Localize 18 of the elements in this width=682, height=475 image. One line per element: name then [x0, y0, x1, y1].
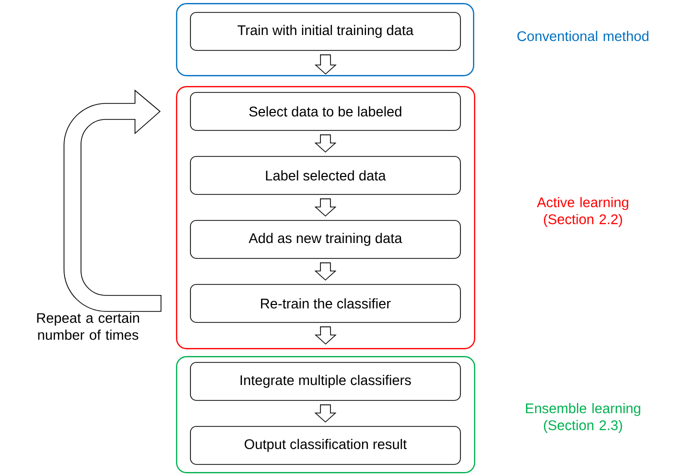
process-box: Re-train the classifier: [190, 284, 461, 323]
loop-arrow: [64, 90, 162, 312]
process-box: Output classification result: [190, 426, 461, 465]
loop-note: Repeat a certain number of times: [37, 312, 140, 340]
process-box: Integrate multiple classifiers: [190, 362, 461, 401]
process-box: Add as new training data: [190, 220, 461, 259]
process-box: Label selected data: [190, 156, 461, 195]
group-heading: Active learning (Section 2.2): [536, 197, 628, 227]
process-box: Train with initial training data: [190, 12, 461, 51]
process-box: Select data to be labeled: [190, 92, 461, 131]
block-arrow: [314, 134, 336, 153]
block-arrow: [314, 198, 336, 217]
group-heading: Ensemble learning (Section 2.3): [526, 403, 640, 433]
block-arrow: [314, 262, 336, 281]
block-arrow: [314, 54, 337, 75]
block-arrow: [314, 404, 336, 423]
block-arrow: [314, 326, 337, 345]
group-heading: Conventional method: [517, 30, 648, 42]
